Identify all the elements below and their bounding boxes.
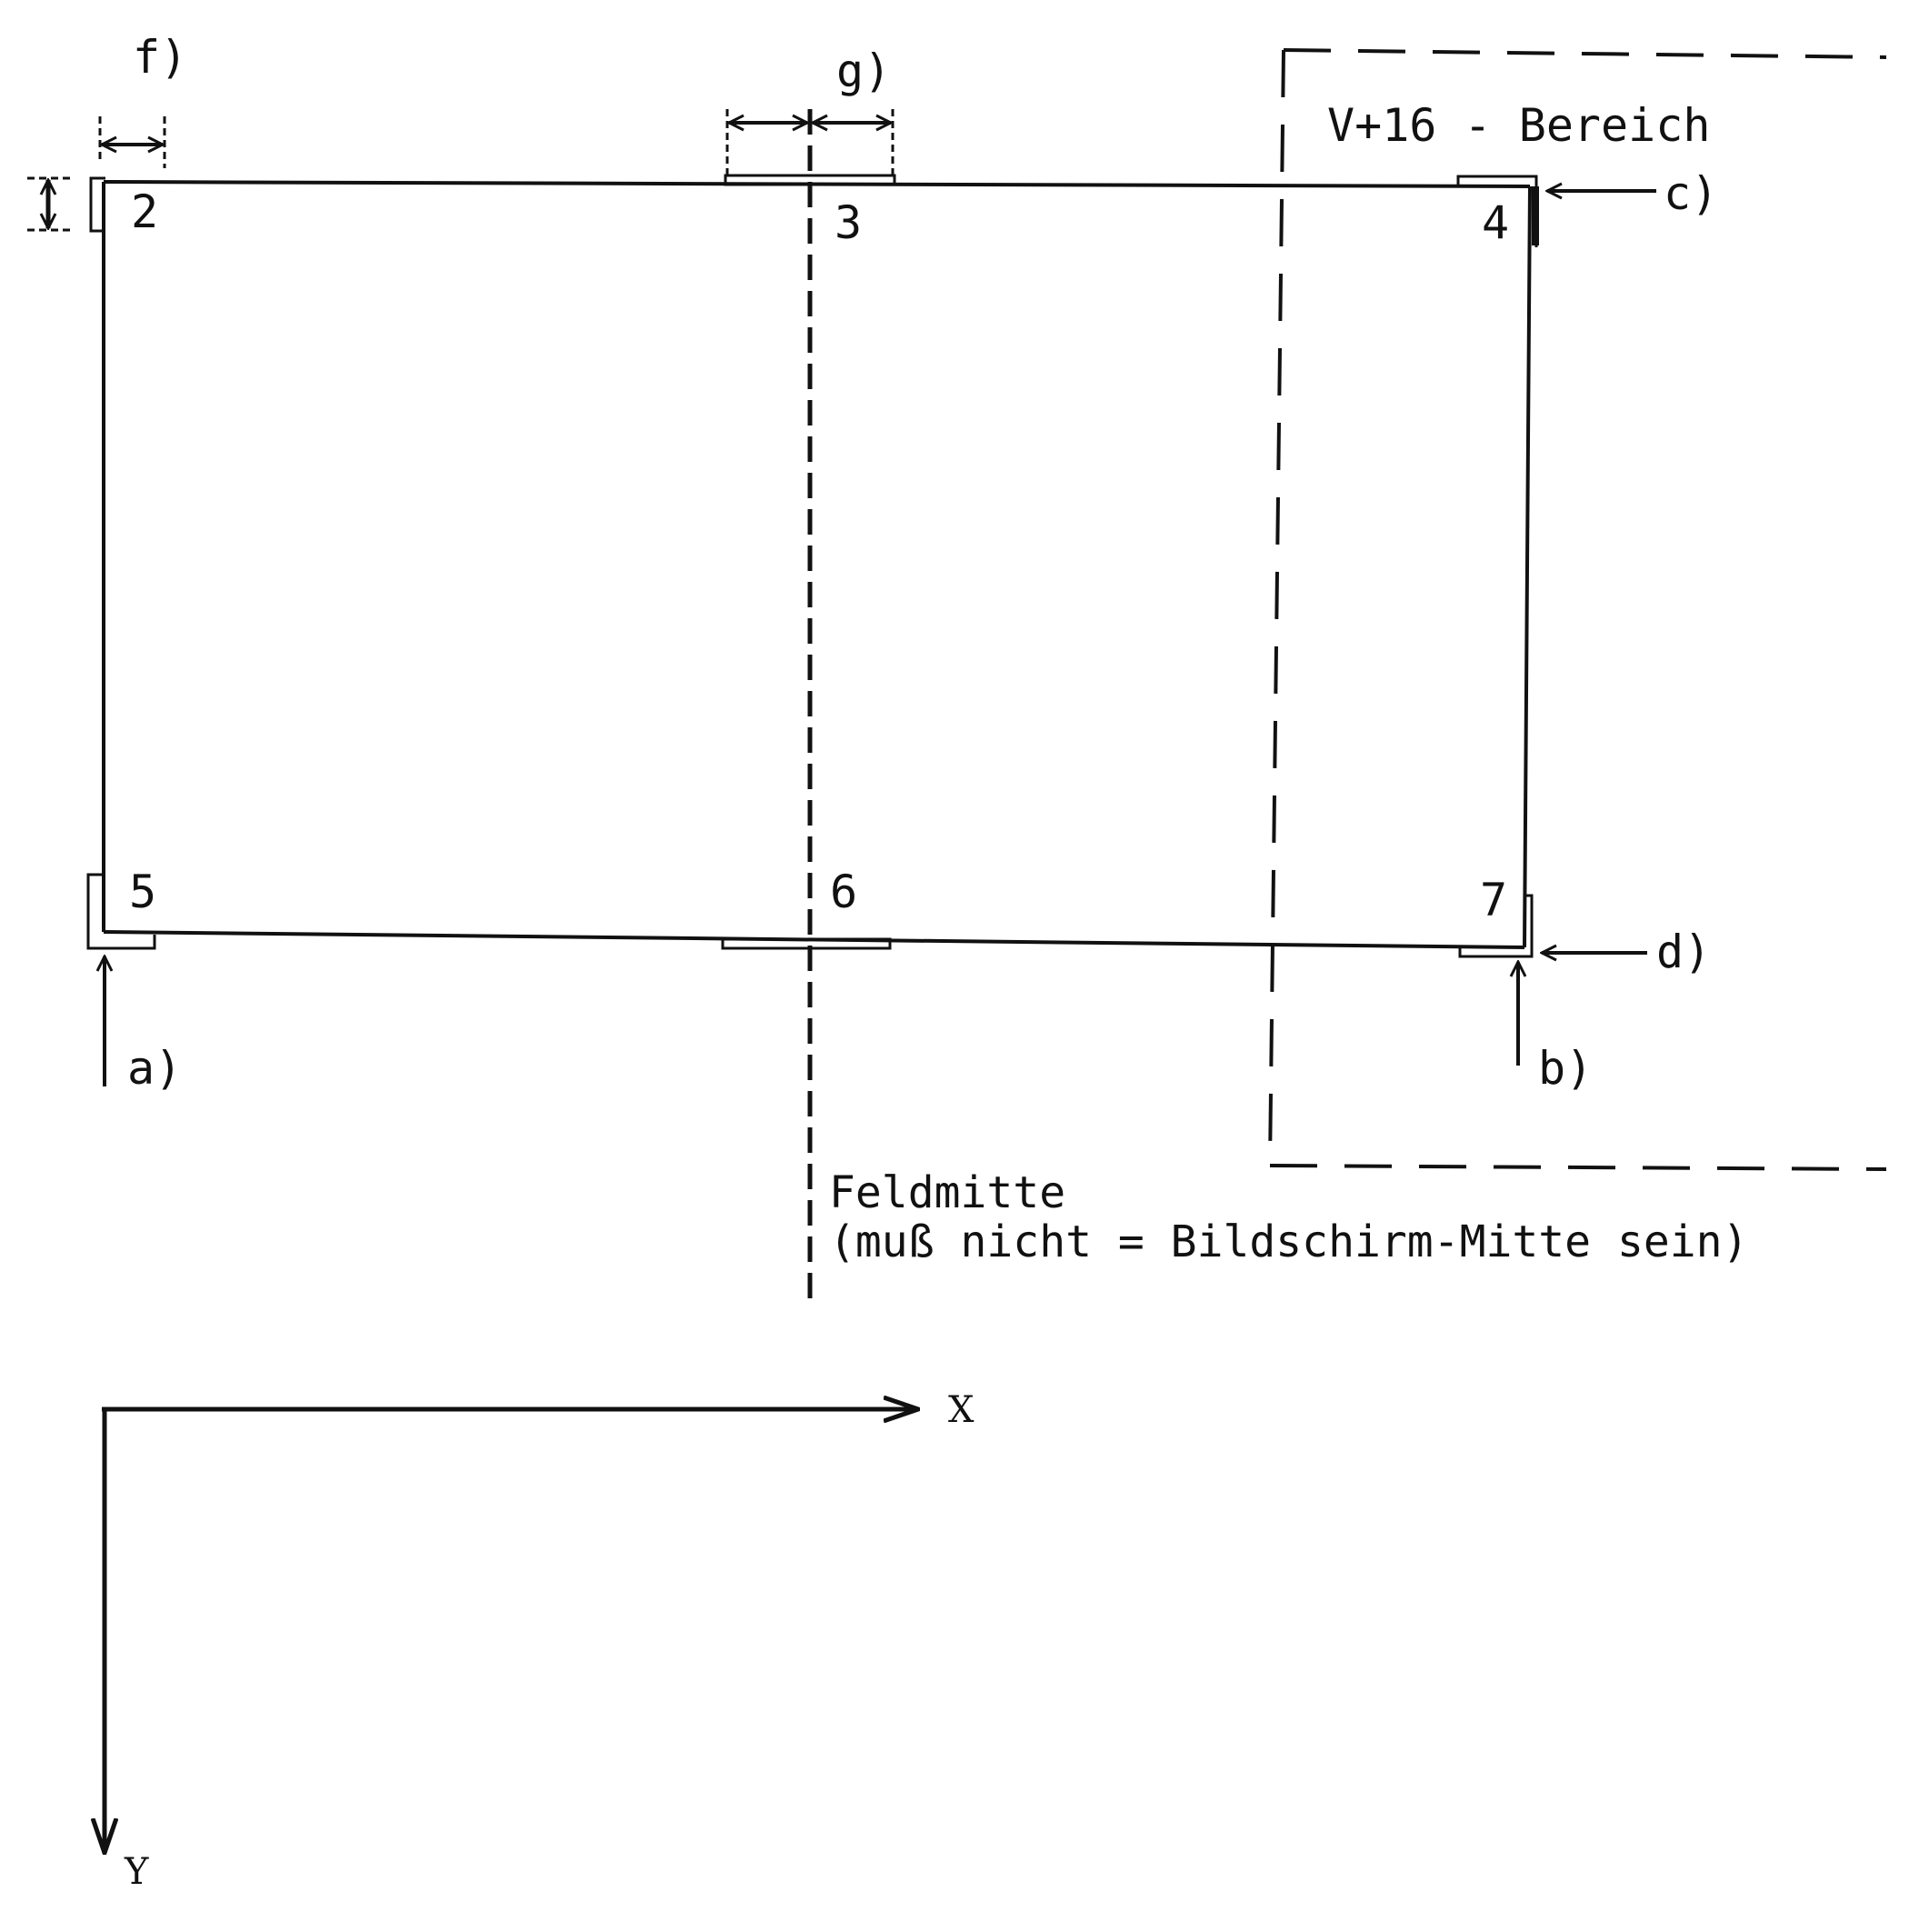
bottom-center-marker-6 [721, 937, 892, 950]
dimension-g [725, 109, 895, 177]
label-g: g) [836, 45, 891, 97]
x-axis-label: X [948, 1389, 974, 1431]
field-center-note: (muß nicht = Bildschirm-Mitte sein) [829, 1216, 1748, 1267]
label-c: c) [1664, 167, 1718, 220]
marker-number-5: 5 [129, 866, 156, 918]
region-label: V+16 - Bereich [1327, 99, 1710, 152]
field-center-label: Feldmitte [829, 1167, 1065, 1218]
y-axis-label: Y [124, 1851, 149, 1893]
coordinate-axes [102, 1409, 918, 1853]
label-a: a) [127, 1042, 182, 1095]
corner-marker-2 [89, 176, 105, 233]
dimension-vertical [27, 176, 71, 232]
corner-marker-7 [1458, 894, 1534, 958]
corner-marker-5 [86, 873, 156, 950]
field-rectangle [102, 180, 1532, 949]
marker-number-6: 6 [830, 866, 857, 918]
marker-number-7: 7 [1480, 874, 1507, 926]
v16-region-boundary [1268, 48, 1887, 1171]
label-b: b) [1538, 1042, 1593, 1095]
marker-number-2: 2 [131, 185, 158, 238]
corner-marker-4 [1456, 175, 1539, 247]
marker-number-3: 3 [835, 196, 862, 249]
dimension-f [98, 116, 166, 168]
marker-number-4: 4 [1482, 196, 1509, 249]
label-f: f) [133, 31, 187, 84]
label-d: d) [1656, 926, 1711, 978]
